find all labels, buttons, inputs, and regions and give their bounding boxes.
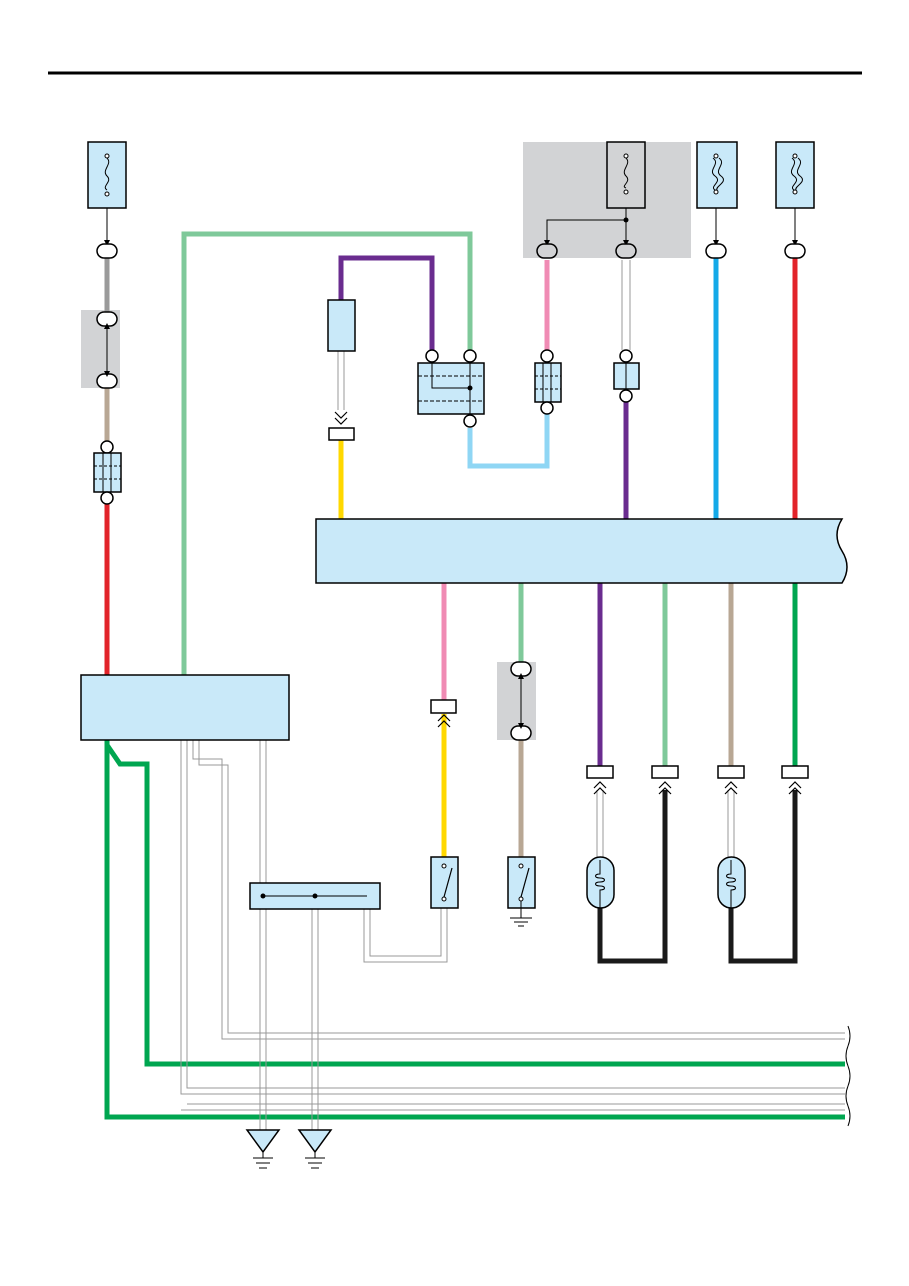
wire-black-left-bulb xyxy=(597,790,668,964)
wire-light-green-loop xyxy=(181,231,473,675)
wire-purple-top xyxy=(338,255,435,350)
connector-icon xyxy=(510,661,532,677)
connector-icon xyxy=(781,765,809,795)
connector-icon xyxy=(613,349,640,403)
bulb-icon xyxy=(717,856,746,909)
connector-icon xyxy=(93,440,122,505)
bulb-icon xyxy=(586,856,615,909)
component-box xyxy=(327,299,356,352)
left-module xyxy=(80,674,290,741)
relay-icon xyxy=(417,349,485,428)
junction-block xyxy=(249,882,381,910)
connector-icon xyxy=(615,243,637,259)
wire-green-inner xyxy=(104,743,845,1067)
fuse-icon xyxy=(544,141,646,246)
connector-icon xyxy=(534,349,562,415)
ground-icon xyxy=(245,1129,281,1169)
connector-icon xyxy=(705,243,727,259)
connector-icon xyxy=(536,243,558,259)
connector-icon xyxy=(96,311,118,327)
connector-icon xyxy=(784,243,806,259)
break-mark-bottom xyxy=(845,1025,851,1127)
fuse-icon xyxy=(87,141,127,246)
fuse-icon xyxy=(696,141,738,246)
wire-black-right-bulb xyxy=(728,790,798,964)
connector-icon xyxy=(430,699,457,728)
switch-icon xyxy=(430,856,459,909)
connector-icon xyxy=(586,765,614,795)
fuse-icon xyxy=(775,141,815,246)
connector-icon xyxy=(96,373,118,389)
wire-green-outer xyxy=(104,740,845,1120)
ground-icon xyxy=(297,1129,333,1169)
main-module xyxy=(315,518,848,584)
ground-icon xyxy=(510,917,532,927)
switch-icon xyxy=(507,856,536,918)
connector-icon xyxy=(328,411,355,441)
connector-icon xyxy=(510,725,532,741)
wire-light-blue xyxy=(467,414,550,469)
connector-icon xyxy=(717,765,745,795)
connector-icon xyxy=(651,765,679,795)
connector-icon xyxy=(96,243,118,259)
